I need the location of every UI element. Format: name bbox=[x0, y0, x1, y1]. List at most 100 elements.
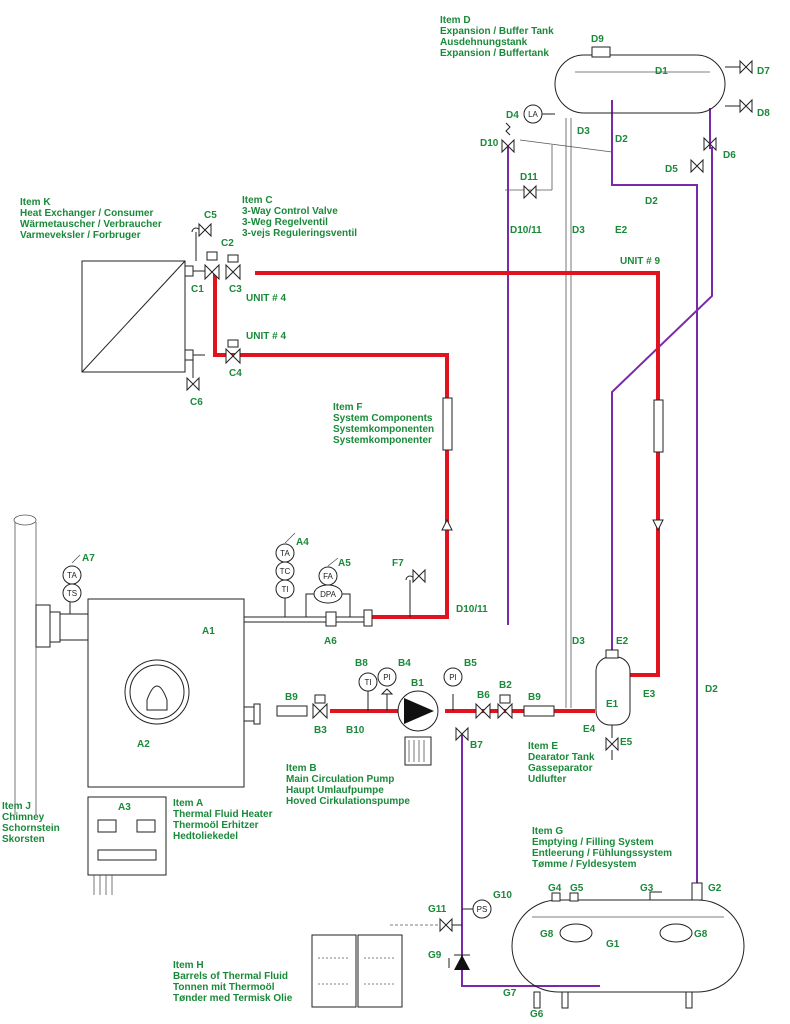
tag-g7: G7 bbox=[503, 988, 517, 999]
tag-b9-right: B9 bbox=[528, 692, 541, 703]
burner bbox=[124, 659, 190, 725]
inst-ta-2: TA bbox=[280, 549, 290, 558]
item-e-en: Dearator Tank bbox=[528, 752, 595, 763]
flowmeter-supply bbox=[442, 397, 453, 451]
pressure-indicator-pi-2 bbox=[443, 667, 463, 687]
item-k-dk: Varmeveksler / Forbruger bbox=[20, 230, 141, 241]
expansion-tank bbox=[523, 46, 753, 124]
valve-b2[interactable] bbox=[497, 702, 513, 720]
flow-arrow-down-icon bbox=[652, 519, 664, 532]
tag-e4: E4 bbox=[583, 724, 596, 735]
instruments bbox=[62, 532, 426, 617]
tag-c1: C1 bbox=[191, 284, 204, 295]
tag-g10: G10 bbox=[493, 890, 512, 901]
vent-valve-c5[interactable] bbox=[198, 222, 212, 238]
pump-line bbox=[276, 667, 555, 766]
tag-b2: B2 bbox=[499, 680, 512, 691]
tank-nozzle-d9 bbox=[591, 46, 611, 58]
item-h-en: Barrels of Thermal Fluid bbox=[173, 971, 289, 982]
filling-system bbox=[390, 899, 492, 970]
control-valve-c2[interactable] bbox=[204, 263, 220, 281]
tag-d7: D7 bbox=[757, 66, 770, 77]
tag-b9-left: B9 bbox=[285, 692, 298, 703]
item-c-title: Item C bbox=[242, 195, 273, 206]
valve-d8[interactable] bbox=[739, 98, 753, 114]
pressure-indicator-pi bbox=[377, 667, 397, 687]
inst-ta-1: TA bbox=[67, 571, 77, 580]
tag-d9: D9 bbox=[591, 34, 604, 45]
temp-indicator-ti bbox=[275, 579, 295, 599]
valve-c3[interactable] bbox=[225, 263, 241, 281]
temp-indicator-ti-2 bbox=[358, 672, 378, 692]
drain-valve-e5[interactable] bbox=[605, 736, 619, 752]
valve-g11[interactable] bbox=[439, 917, 453, 933]
dearator-tank bbox=[595, 649, 631, 760]
strainer-b6 bbox=[475, 702, 491, 720]
valve-d11[interactable] bbox=[523, 184, 537, 200]
valve-b3[interactable] bbox=[312, 702, 328, 720]
inst-ts: TS bbox=[67, 589, 77, 598]
item-d-en: Expansion / Buffer Tank bbox=[440, 26, 554, 37]
thermal-fluid-heater bbox=[87, 598, 373, 788]
tag-b6: B6 bbox=[477, 690, 490, 701]
orifice-a6 bbox=[325, 611, 337, 627]
valve-d10[interactable] bbox=[501, 138, 515, 154]
item-b-de: Haupt Umlaufpumpe bbox=[286, 785, 384, 796]
tag-a2: A2 bbox=[137, 739, 150, 750]
valve-b7[interactable] bbox=[455, 726, 469, 742]
item-f-en: System Components bbox=[333, 413, 433, 424]
valve-d6[interactable] bbox=[703, 136, 717, 152]
tag-d6: D6 bbox=[723, 150, 736, 161]
inst-tc: TC bbox=[280, 567, 291, 576]
item-e-title: Item E bbox=[528, 741, 559, 752]
tag-a6: A6 bbox=[324, 636, 337, 647]
flowmeter-return bbox=[653, 399, 664, 453]
valve-c4[interactable] bbox=[225, 347, 241, 365]
tag-d4: D4 bbox=[506, 110, 519, 121]
tag-d3-bottom: D3 bbox=[572, 636, 585, 647]
tag-e3: E3 bbox=[643, 689, 656, 700]
tag-g2: G2 bbox=[708, 883, 722, 894]
tag-d10-11-bottom: D10/11 bbox=[456, 604, 488, 615]
item-c-en: 3-Way Control Valve bbox=[242, 206, 338, 217]
vent-valve-f7[interactable] bbox=[412, 568, 426, 584]
pressure-switch-ps bbox=[472, 899, 492, 919]
item-h-de: Tonnen mit Thermoöl bbox=[173, 982, 275, 993]
tag-d8: D8 bbox=[757, 108, 770, 119]
valve-d5[interactable] bbox=[690, 158, 704, 174]
valve-d7[interactable] bbox=[739, 59, 753, 75]
tag-b3: B3 bbox=[314, 725, 327, 736]
tag-b8: B8 bbox=[355, 658, 368, 669]
tag-g3: G3 bbox=[640, 883, 654, 894]
tag-c2: C2 bbox=[221, 238, 234, 249]
strainer-b9-2 bbox=[523, 705, 555, 717]
inst-ps: PS bbox=[477, 905, 488, 914]
tag-f7: F7 bbox=[392, 558, 404, 569]
tag-c3: C3 bbox=[229, 284, 242, 295]
manhole-g8 bbox=[559, 923, 593, 943]
inst-dpa: DPA bbox=[320, 590, 337, 599]
barrel-2 bbox=[357, 934, 403, 1008]
tag-d2-mid: D2 bbox=[645, 196, 658, 207]
item-g-note: Item G Emptying / Filling System Entleer… bbox=[532, 826, 672, 870]
tag-a1: A1 bbox=[202, 626, 215, 637]
item-h-title: Item H bbox=[173, 960, 204, 971]
three-way-valve bbox=[204, 251, 241, 365]
barrel-1 bbox=[311, 934, 357, 1008]
inst-pi-2: PI bbox=[449, 673, 457, 682]
item-h-dk: Tønder med Termisk Olie bbox=[173, 993, 293, 1004]
control-panel bbox=[87, 796, 167, 895]
filling-pump-g9[interactable] bbox=[454, 955, 470, 970]
drain-valve-c6[interactable] bbox=[186, 376, 200, 392]
tag-d1: D1 bbox=[655, 66, 668, 77]
tag-labels: D9 D1 D7 D8 D4 D3 D2 D10 D6 D5 D11 D2 D1… bbox=[82, 34, 770, 1020]
inst-pi-1: PI bbox=[383, 673, 391, 682]
item-a-note: Item A Thermal Fluid Heater Thermoöl Erh… bbox=[173, 798, 272, 842]
item-b-en: Main Circulation Pump bbox=[286, 774, 395, 785]
tag-a3: A3 bbox=[118, 802, 131, 813]
tag-g4: G4 bbox=[548, 883, 562, 894]
tag-unit-4-a: UNIT # 4 bbox=[246, 293, 286, 304]
item-f-dk: Systemkomponenter bbox=[333, 435, 432, 446]
tag-d3-mid: D3 bbox=[572, 225, 585, 236]
